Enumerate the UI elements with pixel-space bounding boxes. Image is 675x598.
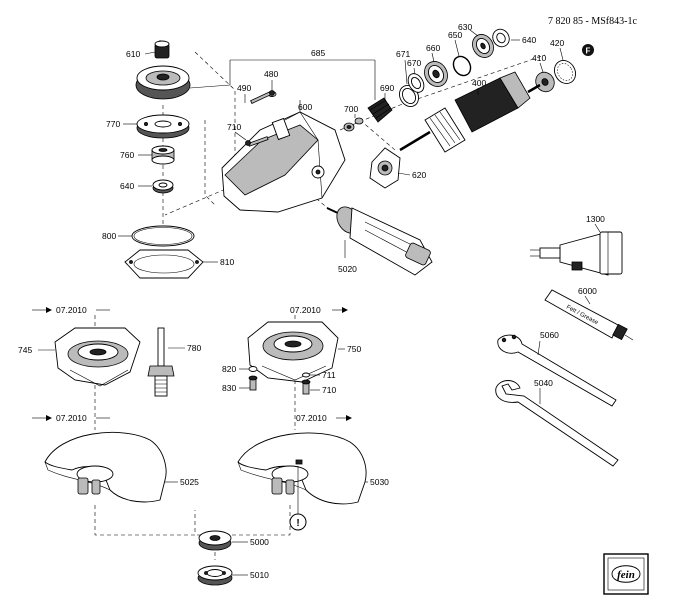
part-670-washer xyxy=(407,67,425,93)
part-5030-wheel-guard xyxy=(237,432,368,505)
marker-f: F xyxy=(582,44,594,56)
document-code: 7 820 85 - MSf843-1c xyxy=(548,16,637,27)
part-660-bearing xyxy=(424,52,448,87)
label-5025: 5025 xyxy=(180,477,199,487)
part-640-spring-ring xyxy=(138,179,174,194)
part-745-gear-head xyxy=(38,327,141,387)
svg-text:07.2010: 07.2010 xyxy=(296,413,327,423)
part-5060-pin-spanner xyxy=(497,334,617,407)
svg-text:07.2010: 07.2010 xyxy=(56,305,87,315)
svg-text:!: ! xyxy=(296,518,299,529)
part-610-needle-sleeve xyxy=(144,40,170,59)
label-640-upper: 640 xyxy=(522,35,536,45)
part-410-bearing xyxy=(535,62,555,93)
part-800-o-ring xyxy=(118,225,195,247)
label-620: 620 xyxy=(412,170,426,180)
warning-icon: ! xyxy=(289,466,307,531)
part-490-screw xyxy=(244,90,275,104)
part-770-flange xyxy=(123,114,190,139)
label-610: 610 xyxy=(126,49,140,59)
label-420: 420 xyxy=(550,38,564,48)
part-bevel-gear xyxy=(135,65,231,100)
label-710-lower: 710 xyxy=(322,385,336,395)
part-671-ring xyxy=(399,59,419,107)
part-5025-wheel-guard xyxy=(44,431,178,503)
part-420-brush-ring xyxy=(554,47,576,84)
label-1300: 1300 xyxy=(586,214,605,224)
label-710-upper: 710 xyxy=(227,122,241,132)
part-710-screw-lower xyxy=(301,379,320,395)
part-820-washer xyxy=(239,366,258,372)
part-5020-side-handle xyxy=(326,206,433,276)
label-760: 760 xyxy=(120,150,134,160)
label-690: 690 xyxy=(380,83,394,93)
label-800: 800 xyxy=(102,231,116,241)
part-650-circlip xyxy=(452,39,472,77)
part-1300-plug xyxy=(530,223,623,276)
part-400-armature xyxy=(399,71,541,153)
part-760-ball-bearing xyxy=(138,145,175,165)
label-6000: 6000 xyxy=(578,286,597,296)
part-780-spindle xyxy=(147,327,185,397)
part-600-motor-housing xyxy=(221,100,346,213)
label-830: 830 xyxy=(222,383,236,393)
part-700-nut xyxy=(343,114,364,132)
date-note-right-lower: 07.2010 xyxy=(296,413,352,423)
part-710-screw-upper xyxy=(234,131,269,147)
label-5060: 5060 xyxy=(540,330,559,340)
label-400: 400 xyxy=(472,78,486,88)
label-640-lower: 640 xyxy=(120,181,134,191)
label-490: 490 xyxy=(237,83,251,93)
label-600: 600 xyxy=(298,102,312,112)
label-671: 671 xyxy=(396,49,410,59)
part-620-bearing-plate xyxy=(369,147,411,189)
label-650: 650 xyxy=(448,30,462,40)
part-5000-flange-nut xyxy=(198,530,248,551)
label-750: 750 xyxy=(347,344,361,354)
label-810: 810 xyxy=(220,257,234,267)
svg-text:07.2010: 07.2010 xyxy=(290,305,321,315)
label-480: 480 xyxy=(264,69,278,79)
part-830-screw xyxy=(239,375,258,391)
label-5020: 5020 xyxy=(338,264,357,274)
label-745: 745 xyxy=(18,345,32,355)
date-note-left-upper: 07.2010 xyxy=(32,305,110,315)
part-690-pinion xyxy=(367,93,393,123)
svg-text:fein: fein xyxy=(617,569,635,581)
label-5000: 5000 xyxy=(250,537,269,547)
label-700: 700 xyxy=(344,104,358,114)
svg-text:F: F xyxy=(586,47,591,56)
label-670: 670 xyxy=(407,58,421,68)
label-5010: 5010 xyxy=(250,570,269,580)
svg-text:07.2010: 07.2010 xyxy=(56,413,87,423)
label-410: 410 xyxy=(532,53,546,63)
part-5010-clamp-nut xyxy=(197,565,248,586)
label-630: 630 xyxy=(458,22,472,32)
part-810-gasket xyxy=(124,249,218,279)
label-685: 685 xyxy=(311,48,325,58)
label-711: 711 xyxy=(322,370,336,380)
part-711-washer xyxy=(302,372,320,378)
part-630-bearing xyxy=(469,29,494,58)
label-780: 780 xyxy=(187,343,201,353)
label-820: 820 xyxy=(222,364,236,374)
date-note-left-lower: 07.2010 xyxy=(32,413,110,423)
fein-logo: fein xyxy=(603,553,649,595)
part-5040-open-wrench xyxy=(495,380,619,467)
date-note-right-upper: 07.2010 xyxy=(290,305,348,315)
label-660: 660 xyxy=(426,43,440,53)
label-5040: 5040 xyxy=(534,378,553,388)
label-5030: 5030 xyxy=(370,477,389,487)
label-770: 770 xyxy=(106,119,120,129)
part-640-spring-ring-upper xyxy=(492,28,520,48)
